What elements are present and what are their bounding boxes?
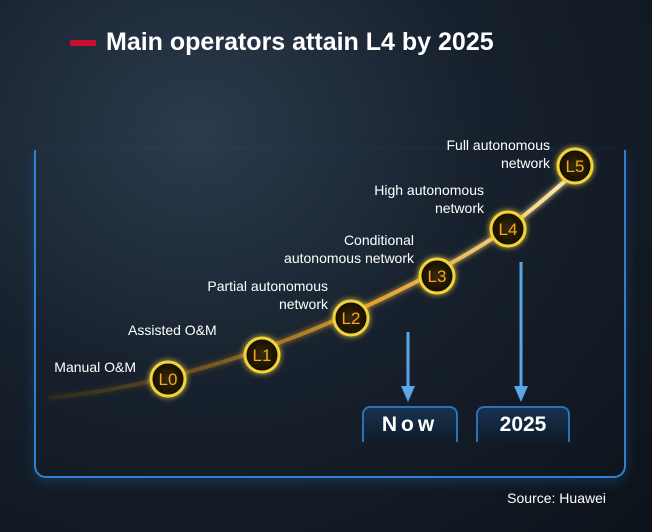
- level-code: L2: [342, 309, 361, 328]
- level-l0-label: Manual O&M: [54, 359, 136, 375]
- level-l3-label: Conditional autonomous network: [284, 232, 414, 266]
- level-node-ring: [149, 360, 187, 398]
- now-marker: Now: [362, 406, 458, 442]
- level-node-l1: L1: [243, 336, 281, 374]
- level-node-l3: L3: [418, 257, 456, 295]
- level-code: L3: [428, 267, 447, 286]
- level-code: L0: [159, 370, 178, 389]
- page-title: Main operators attain L4 by 2025: [106, 28, 494, 56]
- level-node-ring: [243, 336, 281, 374]
- level-l1-label: Assisted O&M: [128, 322, 217, 338]
- level-node-l0: L0: [149, 360, 187, 398]
- level-l2-label: Partial autonomous network: [207, 278, 328, 312]
- level-node-ring: [332, 299, 370, 337]
- level-node-l4: L4: [489, 210, 527, 248]
- source-note: Source: Huawei: [507, 490, 606, 506]
- level-l5-label: Full autonomous network: [446, 137, 550, 171]
- level-node-l5: L5: [556, 147, 594, 185]
- level-code: L4: [499, 220, 518, 239]
- year-2025-marker: 2025: [476, 406, 570, 442]
- level-node-l2: L2: [332, 299, 370, 337]
- title-accent-bar: [70, 40, 96, 46]
- year-arrow: [514, 262, 528, 402]
- level-l4-label: High autonomous network: [374, 182, 484, 216]
- level-node-ring: [418, 257, 456, 295]
- level-node-ring: [556, 147, 594, 185]
- now-arrow: [401, 332, 415, 402]
- level-node-ring: [489, 210, 527, 248]
- level-code: L1: [253, 346, 272, 365]
- level-code: L5: [566, 157, 585, 176]
- diagram-frame: [34, 150, 626, 478]
